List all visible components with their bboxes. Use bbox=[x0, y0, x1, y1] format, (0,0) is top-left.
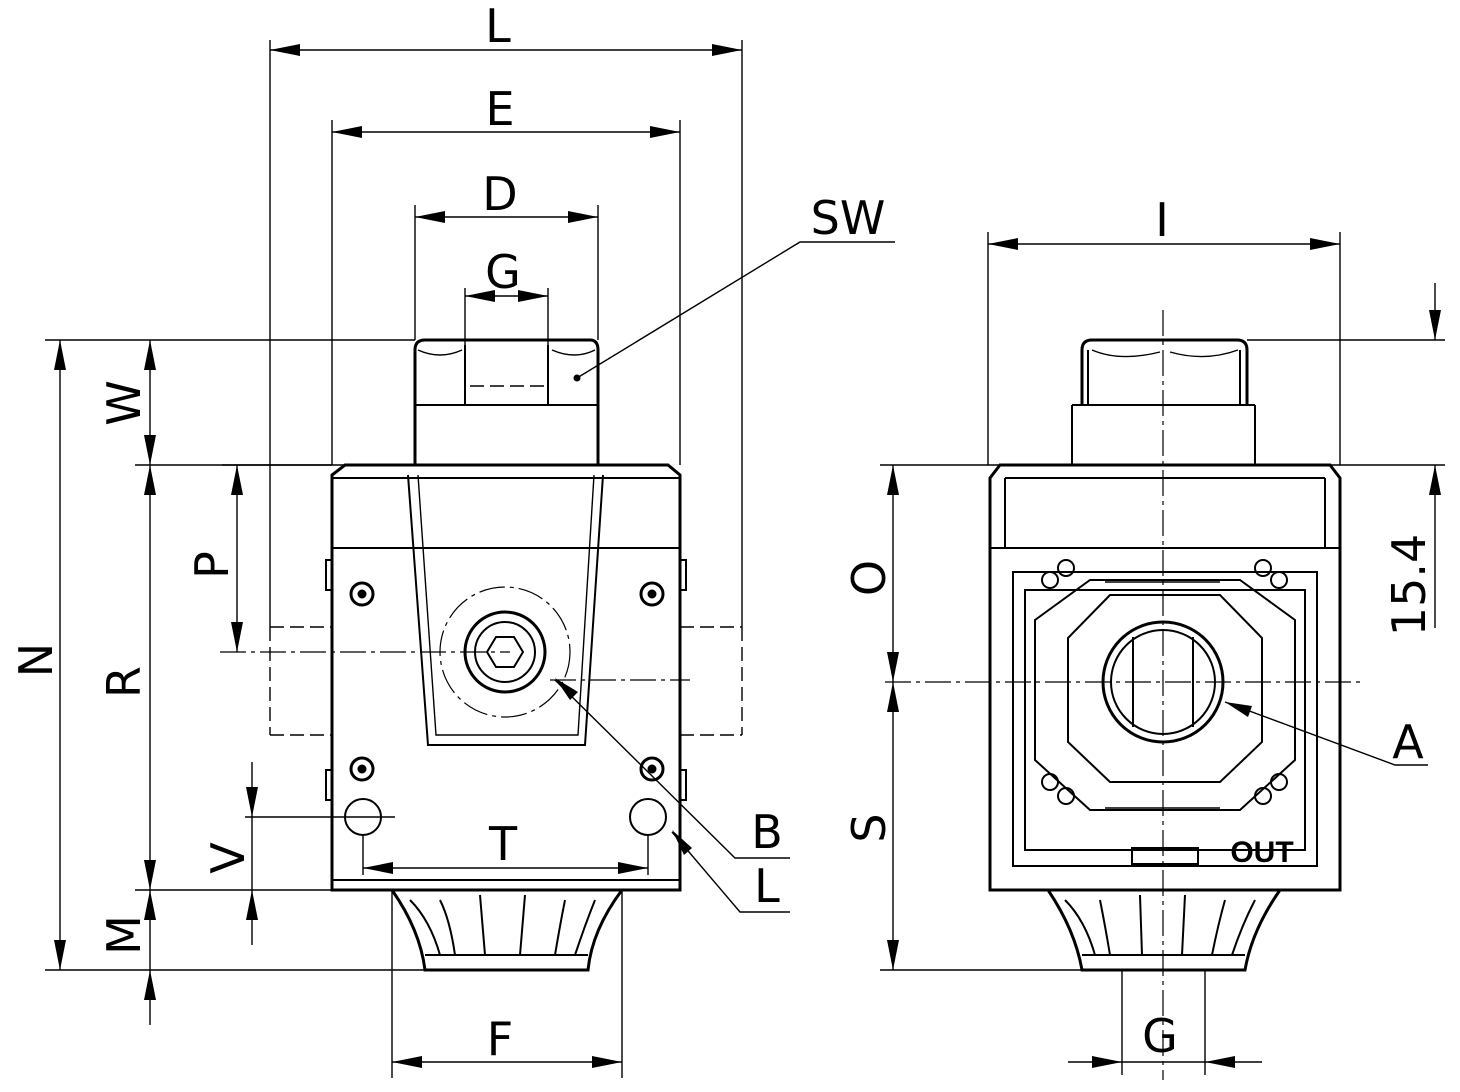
dim-label-B: B bbox=[751, 805, 783, 859]
dim-label-N: N bbox=[9, 643, 63, 677]
dim-label-L-top: L bbox=[485, 0, 511, 53]
dim-label-O: O bbox=[842, 560, 896, 596]
dim-label-D: D bbox=[482, 167, 517, 221]
dim-label-M: M bbox=[97, 915, 151, 955]
side-bowl bbox=[1046, 889, 1282, 972]
port-marking-out: OUT bbox=[1230, 836, 1293, 869]
dim-label-T: T bbox=[488, 817, 518, 871]
side-hex-nut bbox=[1071, 338, 1256, 465]
dim-label-15-4: 15.4 bbox=[1382, 534, 1436, 636]
dim-label-G-top: G bbox=[485, 245, 521, 299]
side-body: OUT bbox=[988, 463, 1342, 892]
dim-label-G-bottom: G bbox=[1142, 1009, 1178, 1063]
dim-label-E: E bbox=[485, 82, 514, 136]
front-hex-nut bbox=[413, 338, 600, 465]
dim-label-L-side: L bbox=[754, 859, 780, 913]
dim-label-SW: SW bbox=[811, 191, 886, 245]
dim-label-W: W bbox=[97, 380, 151, 425]
dim-label-A: A bbox=[1392, 715, 1424, 769]
dim-label-R: R bbox=[97, 666, 151, 698]
dim-label-P: P bbox=[185, 551, 239, 579]
side-view: OUT I 15.4 O S bbox=[842, 193, 1445, 1080]
front-bowl bbox=[390, 889, 624, 972]
front-body bbox=[325, 463, 687, 892]
dim-label-F: F bbox=[487, 1012, 513, 1066]
dim-label-I: I bbox=[1155, 193, 1169, 247]
dim-label-V: V bbox=[201, 842, 255, 874]
dim-label-S: S bbox=[842, 813, 896, 842]
front-view: L E D G SW N W R M P bbox=[9, 0, 895, 1078]
